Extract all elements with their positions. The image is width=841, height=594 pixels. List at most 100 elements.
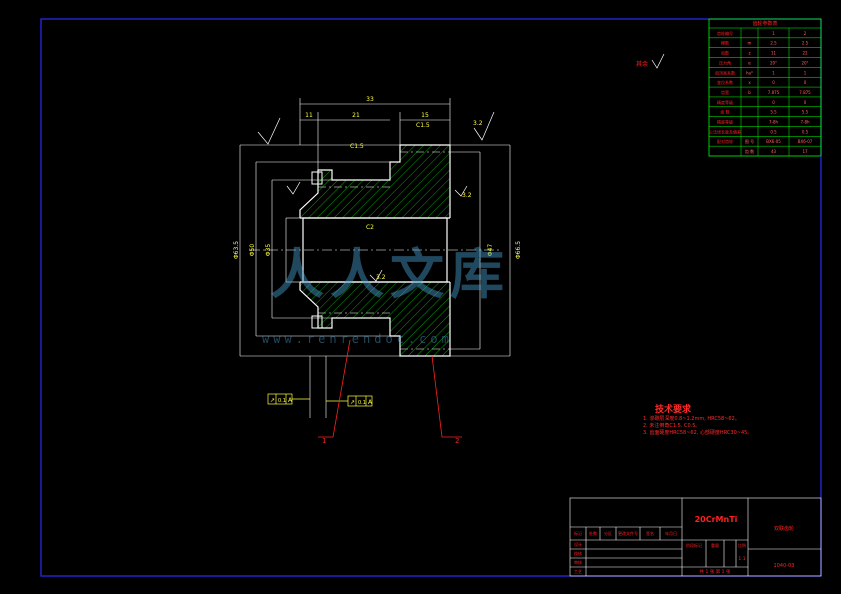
svg-text:0.1: 0.1: [358, 400, 366, 406]
gear-table-cell: 0: [772, 80, 775, 85]
gear-table-cell: 20°: [801, 60, 808, 65]
roughness-note: 其余: [636, 60, 648, 68]
gear-table-cell: 齿轮编号: [717, 30, 733, 36]
gear-table-cell: 精度等级: [717, 119, 733, 125]
gear-table-cell: 0.5: [802, 129, 809, 134]
gear-table-cell: 图 号: [745, 138, 754, 144]
gear-table-cell: 22: [802, 51, 808, 56]
gear-table-cell: 齿顶高系数: [715, 69, 735, 75]
gear-table-cell: 齿 数: [745, 148, 754, 154]
gear-table-cell: 精度等级: [717, 99, 733, 105]
gear-table-cell: 1: [772, 31, 775, 36]
gear-table-cell: 43: [771, 149, 777, 154]
scale-value: 1:1: [738, 556, 745, 562]
gear-table-cell: 2.5: [802, 41, 809, 46]
svg-text:↗: ↗: [270, 397, 275, 404]
roughness-symbols: [257, 53, 665, 282]
header-col-2: 分区: [604, 530, 612, 536]
gear-table-cell: z: [748, 51, 750, 56]
tech-requirement-line: 3. 齿面硬度HRC58~62, 心部硬度HRC30~45。: [643, 430, 753, 436]
gear-table-cell: BX6-07: [798, 139, 813, 144]
upper-outline: [299, 144, 451, 218]
gear-table-cell: 7-8h: [769, 120, 779, 125]
svg-text:A: A: [368, 399, 373, 406]
part-label-1: 1: [322, 437, 326, 445]
header-col-3: 更改文件号: [618, 530, 638, 536]
dim-overall-length: 33: [366, 96, 374, 103]
gear-parameter-table: 齿轮参数表: [708, 18, 822, 214]
drawing-number: 1040-03: [774, 563, 795, 569]
svg-text:0.1: 0.1: [278, 398, 286, 404]
stage-col-2: 比例: [738, 542, 746, 548]
outer-frame: [40, 18, 822, 577]
gear-table-cell: 2: [804, 31, 807, 36]
gear-table-cell: 2.5: [770, 41, 777, 46]
gear-table-cell: 配对齿轮: [717, 138, 733, 144]
roughness-bore: 3.2: [376, 274, 386, 281]
gear-table-cell: 齿数: [721, 50, 729, 56]
gear-table-cell: 17: [802, 149, 808, 154]
gear-table-cell: 0: [804, 80, 807, 85]
header-col-0: 标记: [574, 530, 582, 536]
dim-chamfer-1: C1.5: [350, 143, 364, 150]
gear-table-cell: 7-8h: [800, 120, 810, 125]
gear-table-cell: 1: [772, 70, 775, 75]
gear-table-cell: 0: [772, 100, 775, 105]
gear-table-cell: 变位系数: [717, 79, 733, 85]
watermark-url: www.renrendoc.com: [262, 332, 453, 346]
dim-chamfer-2: C1.5: [416, 122, 430, 129]
svg-text:A: A: [288, 397, 293, 404]
header-col-4: 签名: [646, 530, 654, 536]
gear-table-cell: ha*: [746, 70, 753, 75]
tech-requirement-line: 2. 未注倒角C1.5, C0.5。: [643, 423, 701, 429]
gear-table-cell: BX6-05: [766, 139, 781, 144]
svg-text:↗: ↗: [350, 399, 355, 406]
tech-requirement-line: 1. 渗碳层深度0.8~1.2mm, HRC58~62。: [643, 416, 740, 422]
row-label-process: 工艺: [574, 569, 582, 574]
gear-table-title: 齿轮参数表: [752, 20, 777, 27]
stage-col-1: 重量: [711, 542, 719, 548]
gear-table-cell: 7.875: [768, 90, 780, 95]
tolerance-frame-2: ↗ 0.1 A: [326, 395, 373, 407]
gear-table-cell: 压力角: [719, 59, 731, 65]
dim-dia-gear2-outer: Φ66.5: [515, 241, 522, 259]
title-block: [569, 497, 822, 577]
upper-section-hatch: [300, 145, 450, 218]
gear-section: [250, 144, 500, 357]
dim-dia-outer: Φ63.5: [233, 241, 240, 259]
gear-table-cell: m: [748, 41, 752, 46]
gear-table-cell: 齿 数: [720, 109, 729, 115]
gear-table-cell: 齿宽: [721, 89, 729, 95]
sheet-info: 共 1 张 第 1 张: [700, 568, 731, 575]
gear-table-cell: 5.5: [802, 110, 809, 115]
gear-table-cell: 20°: [770, 60, 777, 65]
part-label-2: 2: [455, 437, 459, 445]
part-leaders: [318, 339, 462, 438]
dim-dia-gear2-pitch: Φ47: [487, 244, 494, 257]
gear-table-cell: 11: [771, 51, 777, 56]
dim-mid-length: 21: [352, 112, 360, 119]
dim-hub-length: 11: [305, 112, 313, 119]
tech-requirements: 技术要求 1. 渗碳层深度0.8~1.2mm, HRC58~62。 2. 未注倒…: [643, 404, 752, 437]
lower-outline: [299, 282, 451, 357]
tolerance-frame-1: ↗ 0.1 A: [267, 393, 310, 405]
material: 20CrMnTi: [695, 515, 738, 524]
tech-requirements-title: 技术要求: [655, 405, 692, 415]
dim-bore-chamfer: C2: [366, 224, 374, 231]
gear-table-cell: 模数: [721, 40, 729, 46]
header-col-1: 处数: [589, 530, 597, 536]
roughness-top: 3.2: [473, 120, 483, 127]
watermark: 人人文库: [270, 243, 510, 306]
row-label-review: 审核: [574, 559, 582, 565]
row-label-check: 校核: [574, 550, 582, 556]
gear-table-cell: b: [748, 90, 751, 95]
gear-table-cell: x: [748, 80, 751, 85]
gear-table-cell: 0: [804, 100, 807, 105]
dim-gear2-width: 15: [421, 112, 429, 119]
header-col-5: 年月日: [665, 530, 677, 536]
gear-table-cell: 1: [804, 70, 807, 75]
dim-dia-hub: Φ35: [265, 244, 272, 257]
row-label-design: 设计: [574, 541, 582, 547]
dim-dia-mid: Φ50: [249, 244, 256, 257]
